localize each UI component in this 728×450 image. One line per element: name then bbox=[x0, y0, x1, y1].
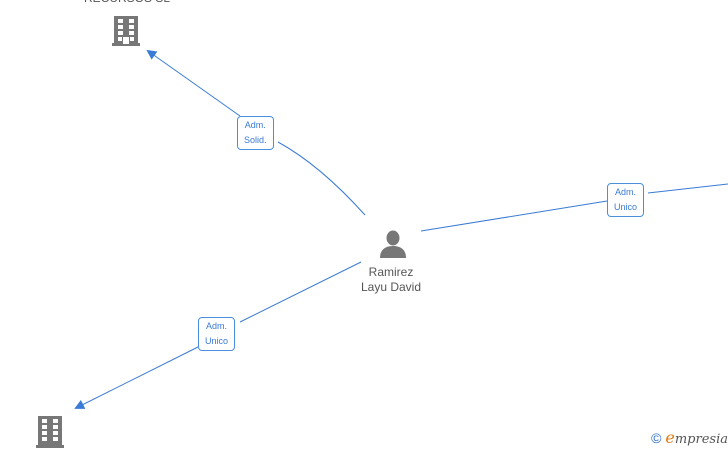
edge-label-line1: Adm. bbox=[244, 120, 266, 130]
edge-label-line2: Unico bbox=[614, 202, 638, 212]
person-label[interactable]: Ramirez Layu David bbox=[352, 265, 430, 295]
copyright-icon: © bbox=[651, 430, 662, 446]
building-icon[interactable] bbox=[110, 14, 142, 46]
edge-label-adm-unico-right[interactable]: Adm. Unico bbox=[607, 183, 645, 217]
edge-top-left bbox=[148, 51, 366, 216]
edge-bottom-left bbox=[76, 261, 362, 408]
edge-label-line2: Solid. bbox=[244, 135, 267, 145]
person-label-line2: Layu David bbox=[360, 280, 422, 294]
footer-brand: © empresia bbox=[651, 428, 728, 447]
brand-initial: e bbox=[665, 428, 675, 447]
company-label-top[interactable]: RECURSOS SL bbox=[84, 0, 170, 6]
person-label-line1: Ramirez bbox=[368, 265, 414, 279]
edge-right bbox=[420, 183, 728, 232]
person-icon[interactable] bbox=[378, 229, 408, 259]
edge-label-line1: Adm. bbox=[615, 187, 637, 197]
edge-label-line2: Unico bbox=[205, 336, 229, 346]
edge-label-line1: Adm. bbox=[206, 321, 228, 331]
edge-label-adm-solid[interactable]: Adm. Solid. bbox=[237, 116, 274, 150]
building-icon[interactable] bbox=[34, 414, 66, 448]
brand-logo: empresia bbox=[665, 428, 728, 447]
edge-label-adm-unico-bottom[interactable]: Adm. Unico bbox=[198, 317, 236, 351]
brand-name: mpresia bbox=[674, 432, 728, 447]
